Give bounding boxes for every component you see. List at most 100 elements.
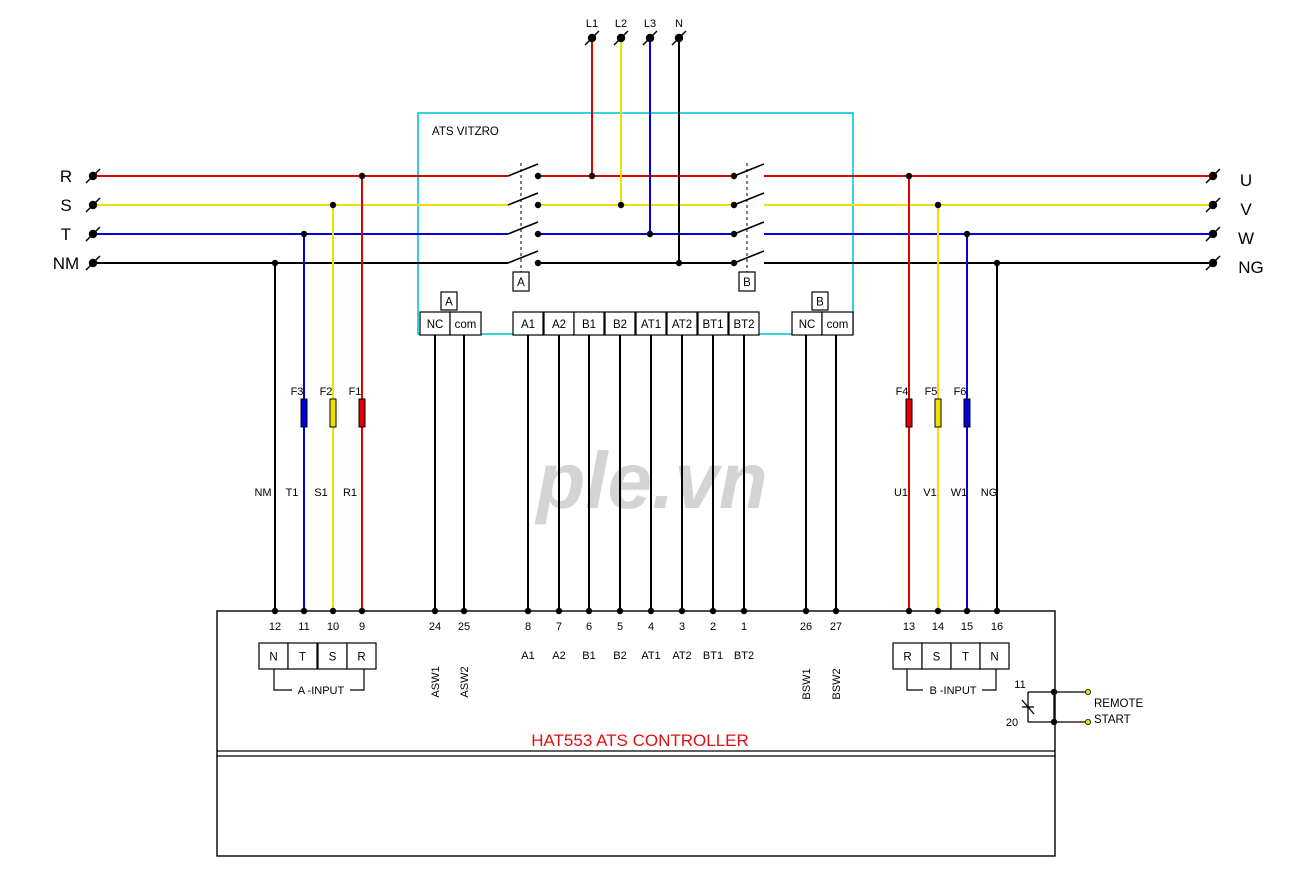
ats-terminal-bt1: BT1: [702, 319, 723, 331]
wire-label-r1: R1: [343, 487, 357, 499]
aux-a-tag: A: [445, 297, 453, 309]
pin-number-3: 3: [679, 621, 685, 633]
controller-terminal-label: AT2: [672, 650, 691, 662]
controller-pin-dot: [802, 607, 810, 615]
source-junction: [646, 230, 654, 238]
b-input-junction: [905, 172, 913, 180]
remote-terminal-icon: [1085, 689, 1092, 696]
controller-pin-dot: [963, 607, 971, 615]
controller-terminal-label: A1: [521, 650, 534, 662]
b-input-junction: [934, 201, 942, 209]
left-bus-label-s: S: [60, 196, 71, 215]
ats-terminal-a2: A2: [552, 319, 566, 331]
pin-number-6: 6: [586, 621, 592, 633]
left-bus-terminal-icon-slash: [85, 197, 101, 213]
pin-number-8: 8: [525, 621, 531, 633]
remote-label: START: [1094, 714, 1131, 726]
b-input-box-n-box: [979, 642, 1010, 670]
aux-b-tag: B: [816, 297, 824, 309]
controller-pin-dot: [271, 607, 279, 615]
left-bus-label-r: R: [60, 167, 72, 186]
controller-pin-dot: [585, 607, 593, 615]
pin-number-7: 7: [556, 621, 562, 633]
switch-a-blade-3: [507, 250, 539, 264]
aux-b-com: com: [827, 319, 849, 331]
switch-a-blade-1: [507, 192, 539, 206]
pin-number-4: 4: [648, 621, 654, 633]
switch-b-label-box: [738, 271, 756, 292]
ats-title: ATS VITZRO: [432, 126, 499, 138]
ats-box: [417, 112, 854, 335]
ats-terminal-b1: B1: [582, 319, 596, 331]
left-bus-label-t: T: [61, 225, 71, 244]
switch-b-blade-0: [733, 163, 765, 177]
switch-a-contact: [534, 201, 542, 209]
switch-b-blade-1: [733, 192, 765, 206]
fuse-label-f2: F2: [320, 386, 333, 398]
switch-b-blade-3: [733, 250, 765, 264]
b-input-bracket: [982, 669, 997, 691]
controller-pin-dot: [329, 607, 337, 615]
pin-number-13: 13: [903, 621, 915, 633]
remote-junction: [1050, 688, 1058, 696]
b-input-box-t: T: [962, 652, 969, 664]
switch-a-label-box: [512, 271, 530, 292]
a-input-box-n: N: [269, 652, 277, 664]
wire-label-w1: W1: [951, 487, 968, 499]
controller-pin-dot: [555, 607, 563, 615]
b-input-junction: [993, 259, 1001, 267]
controller-pin-dot: [934, 607, 942, 615]
switch-a-contact: [534, 172, 542, 180]
fuse-f5: [934, 398, 942, 428]
a-input-box-r-box: [346, 642, 377, 670]
controller-pin-dot: [358, 607, 366, 615]
aux-a-nc: NC: [427, 319, 444, 331]
pin-number-12: 12: [269, 621, 281, 633]
fuse-label-f5: F5: [925, 386, 938, 398]
b-input-box-n: N: [990, 652, 998, 664]
left-bus-terminal-icon-slash: [85, 226, 101, 242]
wire-label-u1: U1: [894, 487, 908, 499]
controller-terminal-label: B1: [582, 650, 595, 662]
bsw-label: BSW1: [801, 668, 813, 699]
wire-label-v1: V1: [923, 487, 936, 499]
pin-number-27: 27: [830, 621, 842, 633]
controller-pin-dot: [524, 607, 532, 615]
remote-terminal-icon: [1085, 719, 1092, 726]
a-input-box-s-box: [317, 642, 348, 670]
ats-terminal-bt2: BT2: [733, 319, 754, 331]
b-input-label: B -INPUT: [929, 685, 976, 697]
controller-pin-dot: [832, 607, 840, 615]
aux-a-com-box: [449, 311, 482, 336]
switch-b-blade-2: [733, 221, 765, 235]
left-bus-terminal-icon-slash: [85, 255, 101, 271]
source-terminal-icon-slash: [584, 30, 600, 46]
fuse-f2: [329, 398, 337, 428]
pin-number-11: 11: [298, 621, 309, 633]
wire-label-nm: NM: [254, 487, 271, 499]
a-input-junction: [300, 230, 308, 238]
ats-terminal-b2: B2: [613, 319, 627, 331]
pin-number-10: 10: [327, 621, 339, 633]
ats-terminal-at1: AT1: [641, 319, 661, 331]
a-input-label: A -INPUT: [298, 685, 345, 697]
controller-pin-dot: [709, 607, 717, 615]
a-input-bracket: [273, 669, 292, 691]
controller-terminal-label: B2: [613, 650, 626, 662]
a-input-junction: [358, 172, 366, 180]
ats-terminal-at2: AT2: [672, 319, 692, 331]
aux-a-tag-box: [440, 291, 458, 311]
asw-label: ASW1: [430, 666, 442, 697]
right-bus-terminal-icon-slash: [1205, 168, 1221, 184]
left-bus-label-nm: NM: [53, 254, 79, 273]
b-input-bracket: [906, 669, 923, 691]
switch-b-label: B: [743, 277, 751, 289]
controller-terminal-label: A2: [552, 650, 565, 662]
switch-b-contact: [730, 172, 738, 180]
switch-b-contact: [730, 230, 738, 238]
controller-pin-dot: [647, 607, 655, 615]
left-bus-terminal-icon-slash: [85, 168, 101, 184]
pin-number-14: 14: [932, 621, 944, 633]
a-input-box-t: T: [299, 652, 306, 664]
